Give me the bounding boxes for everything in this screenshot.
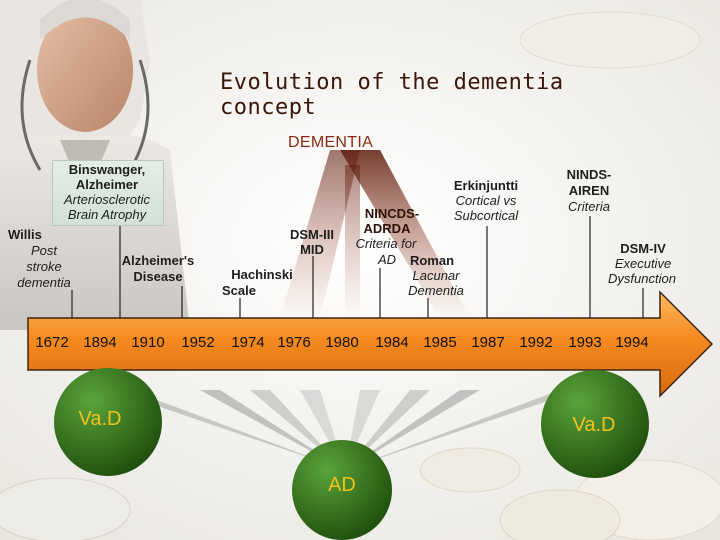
willis-label: Willis <box>8 227 42 242</box>
lacunar-label-2: Dementia <box>408 283 464 298</box>
ninds-label-2: AIREN <box>568 183 610 198</box>
ninds-label-1: NINDS- <box>566 167 612 182</box>
arteriosclerotic-label-1: Arteriosclerotic <box>64 192 150 207</box>
dsm4-label-3: Dysfunction <box>608 271 676 286</box>
nincds-label-1: NINCDS- <box>364 206 420 221</box>
nincds-label-3: Criteria for <box>355 236 417 251</box>
binswanger-label-1: Binswanger, <box>68 162 146 177</box>
timeline-year: 1992 <box>519 334 553 351</box>
timeline-year: 1976 <box>277 334 311 351</box>
alzheimers-disease-label-1: Alzheimer's <box>121 253 195 268</box>
dsm4-label-2: Executive <box>614 256 672 271</box>
dementia-willis-label: dementia <box>17 275 71 290</box>
dsm3-label-1: DSM-III <box>289 227 335 242</box>
lacunar-label-1: Lacunar <box>412 268 460 283</box>
cortical-label-2: Subcortical <box>453 208 519 223</box>
dementia-label: DEMENTIA <box>288 134 374 151</box>
vad-right-label: Va.D <box>572 414 616 436</box>
timeline-year: 1984 <box>375 334 409 351</box>
timeline-year: 1894 <box>83 334 117 351</box>
timeline-year: 1994 <box>615 334 649 351</box>
cortical-label-1: Cortical vs <box>455 193 517 208</box>
hachinski-label-2: Scale <box>222 283 256 298</box>
nincds-label-4: AD <box>377 252 397 267</box>
stroke-label: stroke <box>26 259 62 274</box>
timeline-year: 1974 <box>231 334 265 351</box>
ad-label: AD <box>328 474 356 496</box>
timeline-year: 1952 <box>181 334 215 351</box>
binswanger-label-2: Alzheimer <box>75 177 139 192</box>
timeline-year: 1987 <box>471 334 505 351</box>
alzheimers-disease-label-2: Disease <box>133 269 183 284</box>
arteriosclerotic-label-2: Brain Atrophy <box>67 207 147 222</box>
nincds-label-2: ADRDA <box>363 221 411 236</box>
timeline-year: 1980 <box>325 334 359 351</box>
dsm4-label-1: DSM-IV <box>620 241 666 256</box>
binswanger-box <box>52 160 164 226</box>
roman-label: Roman <box>409 253 455 268</box>
ninds-label-3: Criteria <box>568 199 610 214</box>
ad-circle <box>292 440 392 540</box>
hachinski-label-1: Hachinski <box>231 267 293 282</box>
dsm3-label-2: MID <box>300 242 324 257</box>
timeline-year: 1672 <box>35 334 69 351</box>
timeline-year: 1910 <box>131 334 165 351</box>
vad-left-circle <box>54 368 162 476</box>
erkinjuntti-label: Erkinjuntti <box>453 178 519 193</box>
slide-title: Evolution of the dementia concept <box>220 70 564 120</box>
timeline-year: 1985 <box>423 334 457 351</box>
post-label: Post <box>30 243 57 258</box>
vad-left-label: Va.D <box>78 408 122 430</box>
timeline-year: 1993 <box>568 334 602 351</box>
vad-right-circle <box>541 370 649 478</box>
